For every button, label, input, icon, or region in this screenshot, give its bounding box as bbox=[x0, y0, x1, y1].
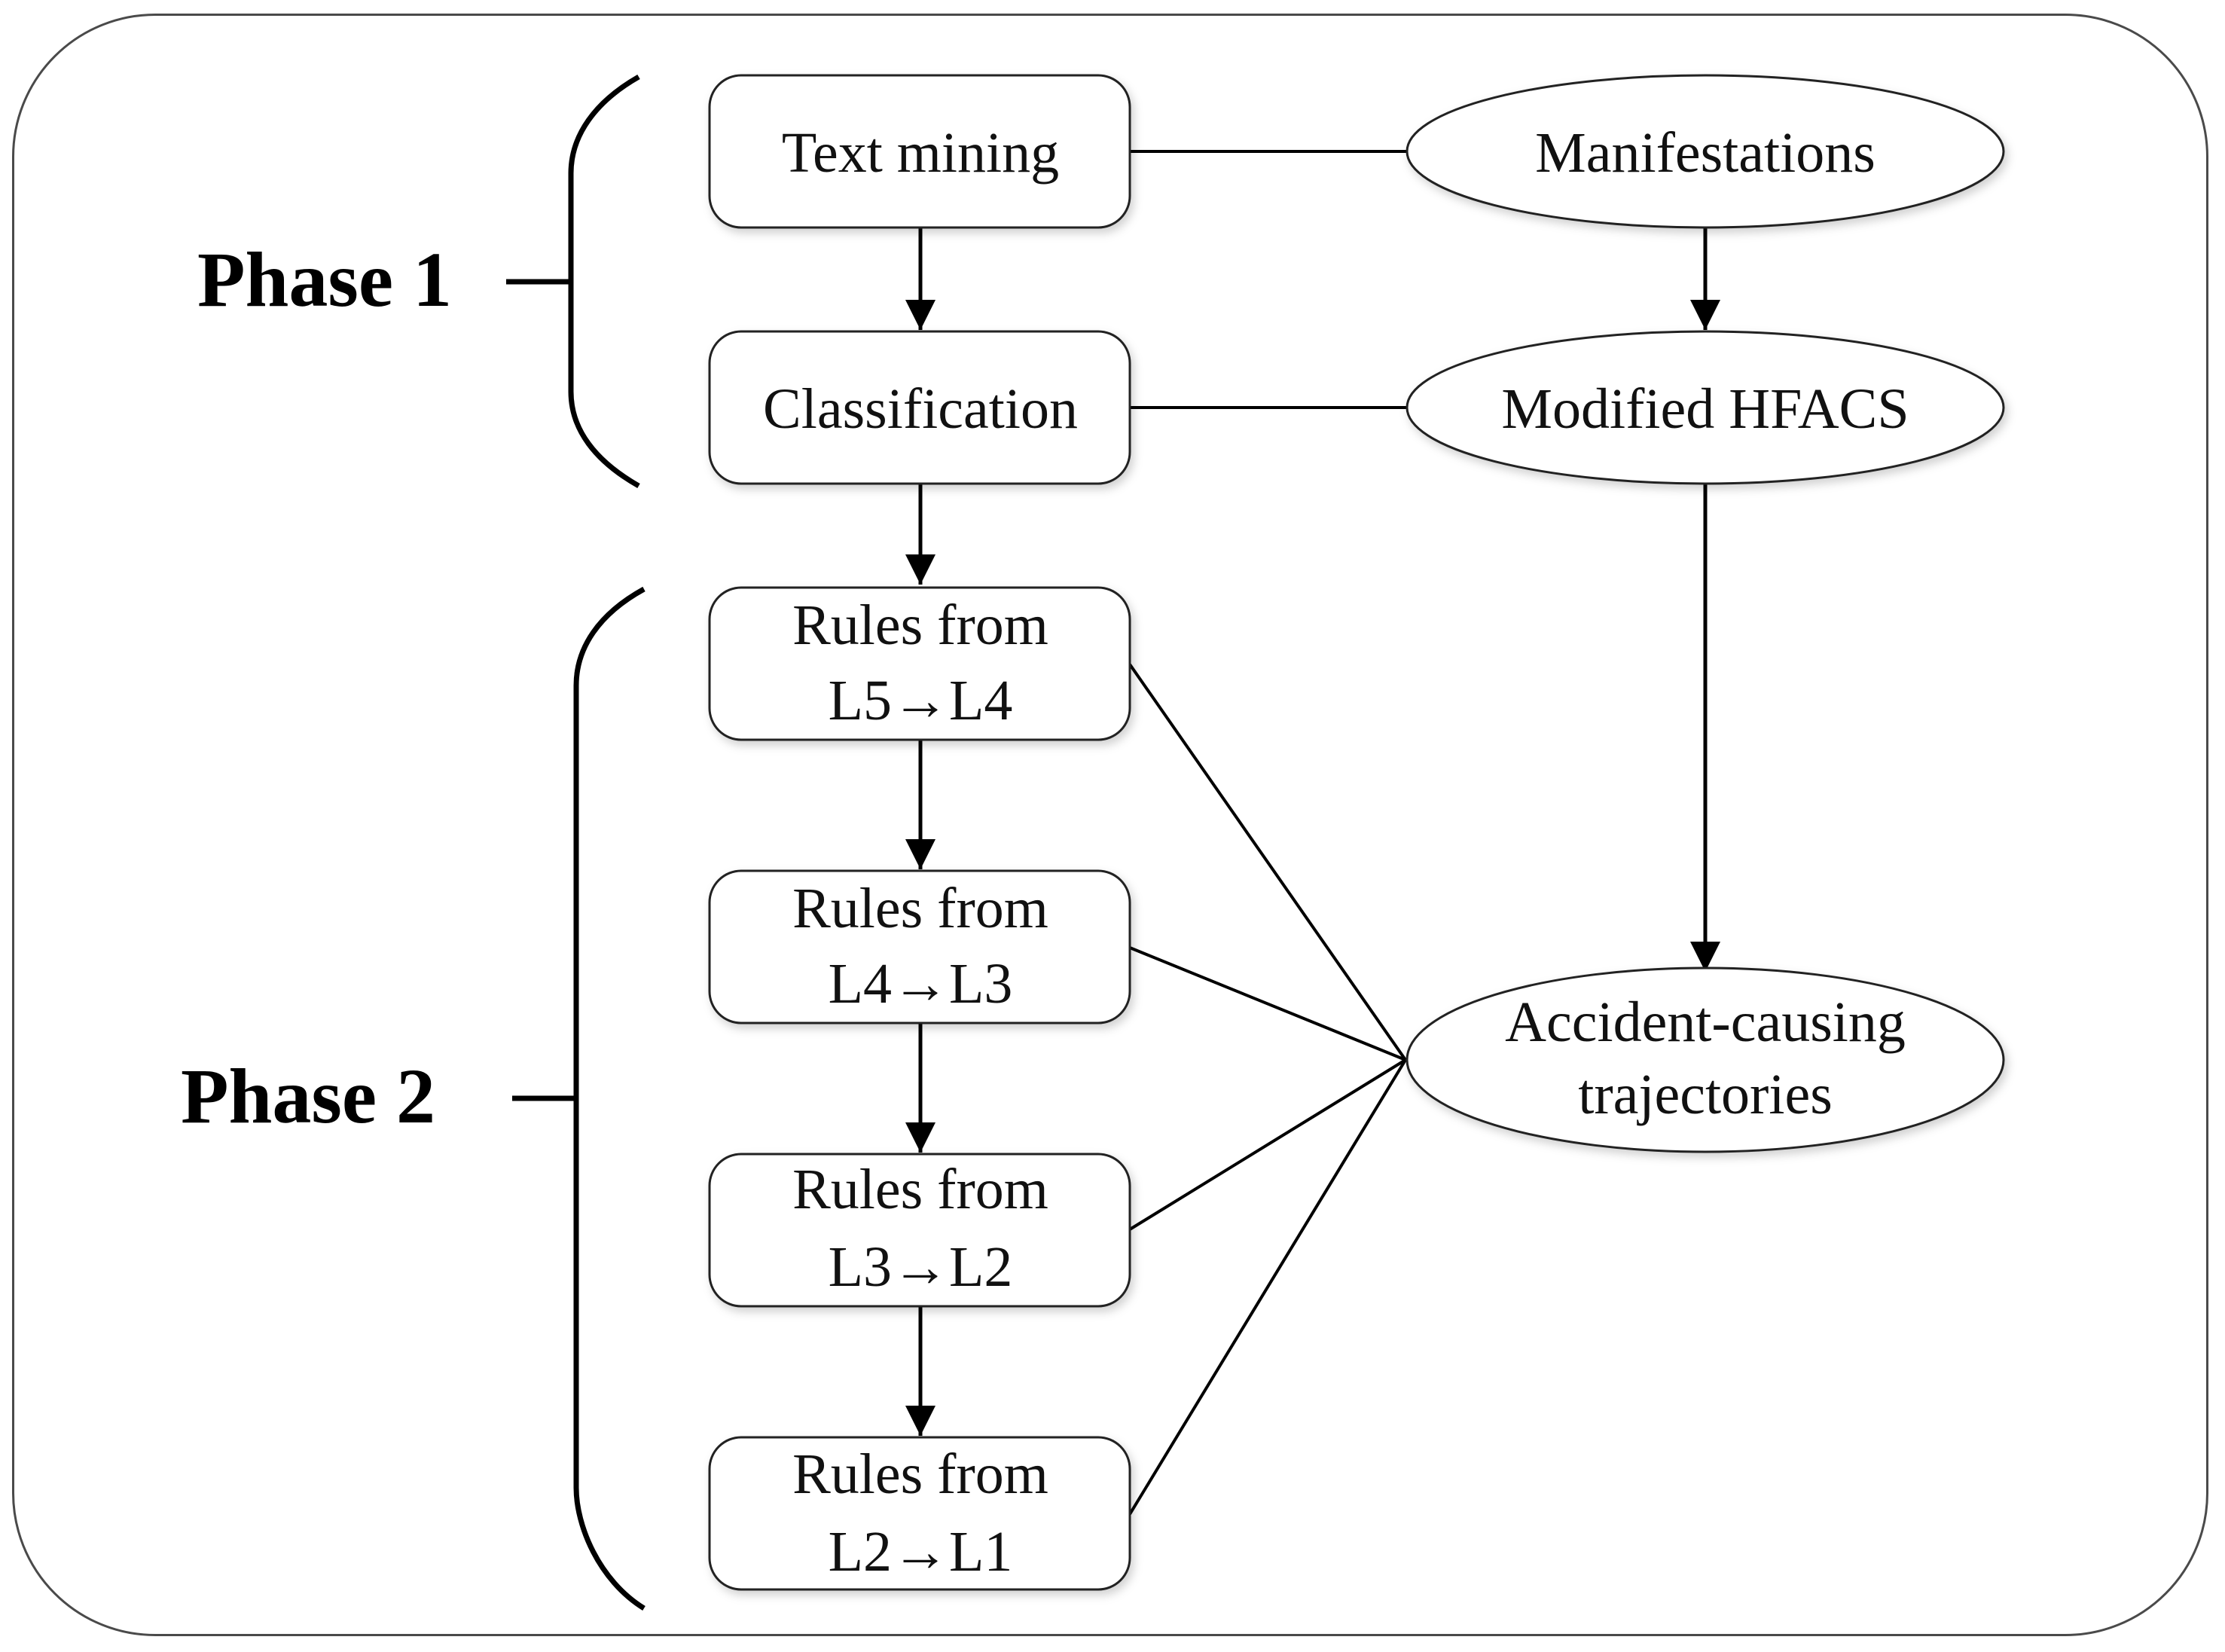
rules-l4-l3-line-1: Rules from bbox=[792, 877, 1048, 940]
accident-causing-trajectories-ellipse: Accident-causing trajectories bbox=[1406, 966, 2005, 1153]
rules-l3-l2-line-1: Rules from bbox=[792, 1158, 1048, 1221]
rules-l2-l1-line-2: L2→L1 bbox=[829, 1520, 1013, 1583]
phase-2-brace bbox=[512, 586, 646, 1611]
text-mining-box: Text mining bbox=[708, 74, 1131, 229]
rule-l3-l2-to-trajectories-link bbox=[1128, 1058, 1407, 1231]
phase-1-label: Phase 1 bbox=[197, 237, 452, 323]
rules-l2-l1-box: Rules from L2→L1 bbox=[708, 1436, 1131, 1591]
phase-1-brace bbox=[506, 74, 640, 489]
classification-label: Classification bbox=[763, 377, 1078, 441]
manifestations-ellipse: Manifestations bbox=[1406, 74, 2005, 229]
rules-l5-l4-line-1: Rules from bbox=[792, 594, 1048, 657]
rules-l4-l3-line-2: L4→L3 bbox=[829, 952, 1013, 1015]
rule-l2-l1-to-trajectories-link bbox=[1128, 1058, 1407, 1516]
rules-l5-l4-box: Rules from L5→L4 bbox=[708, 586, 1131, 741]
rules-l5-l4-line-2: L5→L4 bbox=[829, 669, 1013, 732]
manifestations-label: Manifestations bbox=[1535, 121, 1876, 185]
modified-hfacs-ellipse: Modified HFACS bbox=[1406, 330, 2005, 485]
rules-l2-l1-line-1: Rules from bbox=[792, 1443, 1048, 1506]
text-mining-label: Text mining bbox=[782, 121, 1059, 185]
rule-l5-l4-to-trajectories-link bbox=[1128, 663, 1407, 1061]
accident-causing-trajectories-line-2: trajectories bbox=[1578, 1063, 1833, 1126]
rule-l4-l3-to-trajectories-link bbox=[1129, 946, 1406, 1061]
modified-hfacs-label: Modified HFACS bbox=[1501, 377, 1909, 441]
rules-l4-l3-box: Rules from L4→L3 bbox=[708, 869, 1131, 1024]
accident-causing-trajectories-line-1: Accident-causing bbox=[1505, 991, 1906, 1054]
diagram-frame bbox=[12, 14, 2208, 1636]
rules-l3-l2-line-2: L3→L2 bbox=[829, 1235, 1013, 1299]
rules-l3-l2-box: Rules from L3→L2 bbox=[708, 1153, 1131, 1308]
phase-2-label: Phase 2 bbox=[181, 1053, 435, 1140]
classification-box: Classification bbox=[708, 330, 1131, 485]
